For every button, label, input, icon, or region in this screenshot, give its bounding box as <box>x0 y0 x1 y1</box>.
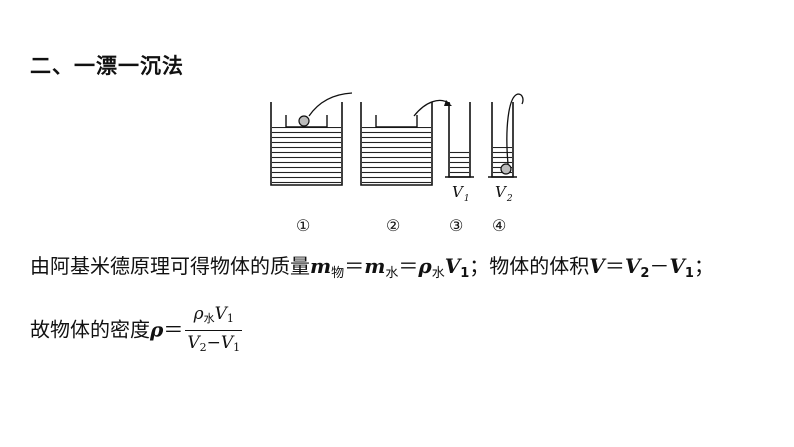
water-3 <box>450 151 469 177</box>
inner-cup-1 <box>285 115 328 128</box>
object-ball-4 <box>500 163 512 175</box>
inner-cup-2 <box>375 115 418 128</box>
density-prefix: 故物体的密度 <box>30 317 150 342</box>
step-number-4: ④ <box>492 216 506 235</box>
volume-prefix: 物体的体积 <box>489 254 590 278</box>
label-v2: V2 <box>495 183 513 204</box>
mass-volume-formula: 由阿基米德原理可得物体的质量m物＝m水＝ρ水V1；物体的体积V＝V2－V1； <box>30 254 714 281</box>
fraction-denominator: V2−V1 <box>187 333 241 354</box>
label-v1: V1 <box>452 183 470 204</box>
step-number-1: ① <box>296 216 310 235</box>
cylinder-step-3 <box>445 102 474 178</box>
transfer-arrow-1 <box>308 92 353 117</box>
pour-arrowhead <box>444 100 452 106</box>
step-number-3: ③ <box>449 216 463 235</box>
object-ball-1 <box>298 115 310 127</box>
water-1 <box>272 127 341 184</box>
water-2 <box>362 127 431 184</box>
mass-prefix: 由阿基米德原理可得物体的质量 <box>30 254 310 278</box>
cylinder-step-4 <box>488 93 524 178</box>
step-number-2: ② <box>386 216 400 235</box>
container-step-1 <box>270 92 353 186</box>
section-title: 二、一漂一沉法 <box>30 54 184 78</box>
container-step-2 <box>360 99 452 186</box>
fraction-numerator: ρ水V1 <box>185 304 243 331</box>
needle-icon <box>506 93 524 165</box>
